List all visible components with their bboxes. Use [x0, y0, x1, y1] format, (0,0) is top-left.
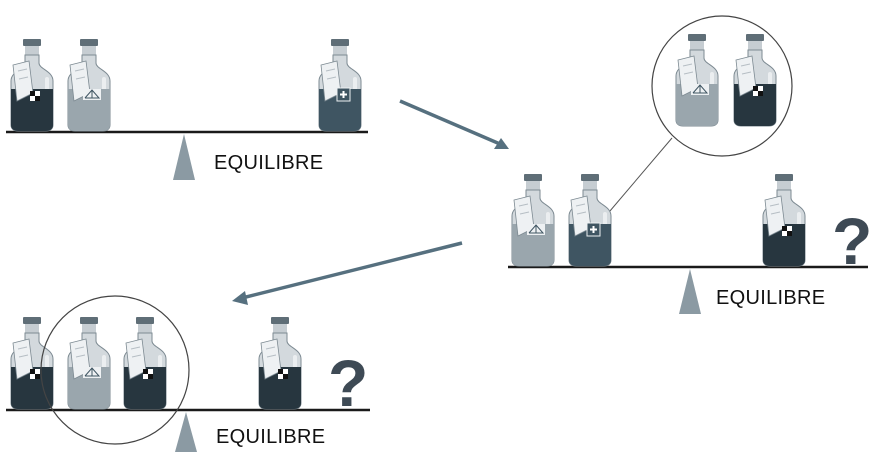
bottle-plus-mid: [568, 173, 612, 267]
checker-symbol: [753, 86, 763, 96]
bottle-checker-dark: [10, 38, 54, 132]
zoom-pointer: [603, 137, 673, 219]
unknown-question-mark: ?: [328, 346, 368, 420]
balance-2: ?: [508, 15, 870, 314]
checker-symbol: [143, 369, 153, 379]
plus-symbol: [336, 87, 351, 102]
bottle-checker-dark: [10, 316, 54, 410]
arrow-down-right: [399, 99, 509, 149]
equilibre-label-3: EQUILIBRE: [216, 426, 326, 448]
checker-symbol: [30, 91, 40, 101]
checker-symbol: [278, 369, 288, 379]
unknown-question-mark: ?: [832, 204, 870, 278]
set-square-symbol: [83, 89, 101, 100]
set-square-symbol: [527, 224, 545, 235]
zoom-bottle-checker-dark: [733, 33, 777, 127]
set-square-symbol: [83, 367, 101, 378]
arrow-down-left: [232, 241, 463, 305]
bottle-checker-dark: [762, 173, 806, 267]
equilibre-label-2: EQUILIBRE: [716, 287, 826, 309]
checker-symbol: [30, 369, 40, 379]
equilibre-label-1: EQUILIBRE: [214, 152, 324, 174]
grouping-circle: [40, 295, 190, 445]
zoom-bottle-triangle-light: [675, 33, 719, 127]
balance-1: [6, 38, 368, 180]
fulcrum: [175, 412, 197, 452]
checker-symbol: [782, 226, 792, 236]
plus-symbol: [586, 222, 601, 237]
fulcrum: [679, 269, 701, 314]
bottle-checker-dark: [123, 316, 167, 410]
bottle-triangle-light: [511, 173, 555, 267]
bottle-plus-mid: [318, 38, 362, 132]
bottle-triangle-light: [67, 38, 111, 132]
fulcrum: [173, 134, 195, 180]
balance-3: ?: [6, 295, 370, 452]
bottle-triangle-light: [67, 316, 111, 410]
set-square-symbol: [691, 84, 709, 95]
bottle-checker-dark: [258, 316, 302, 410]
